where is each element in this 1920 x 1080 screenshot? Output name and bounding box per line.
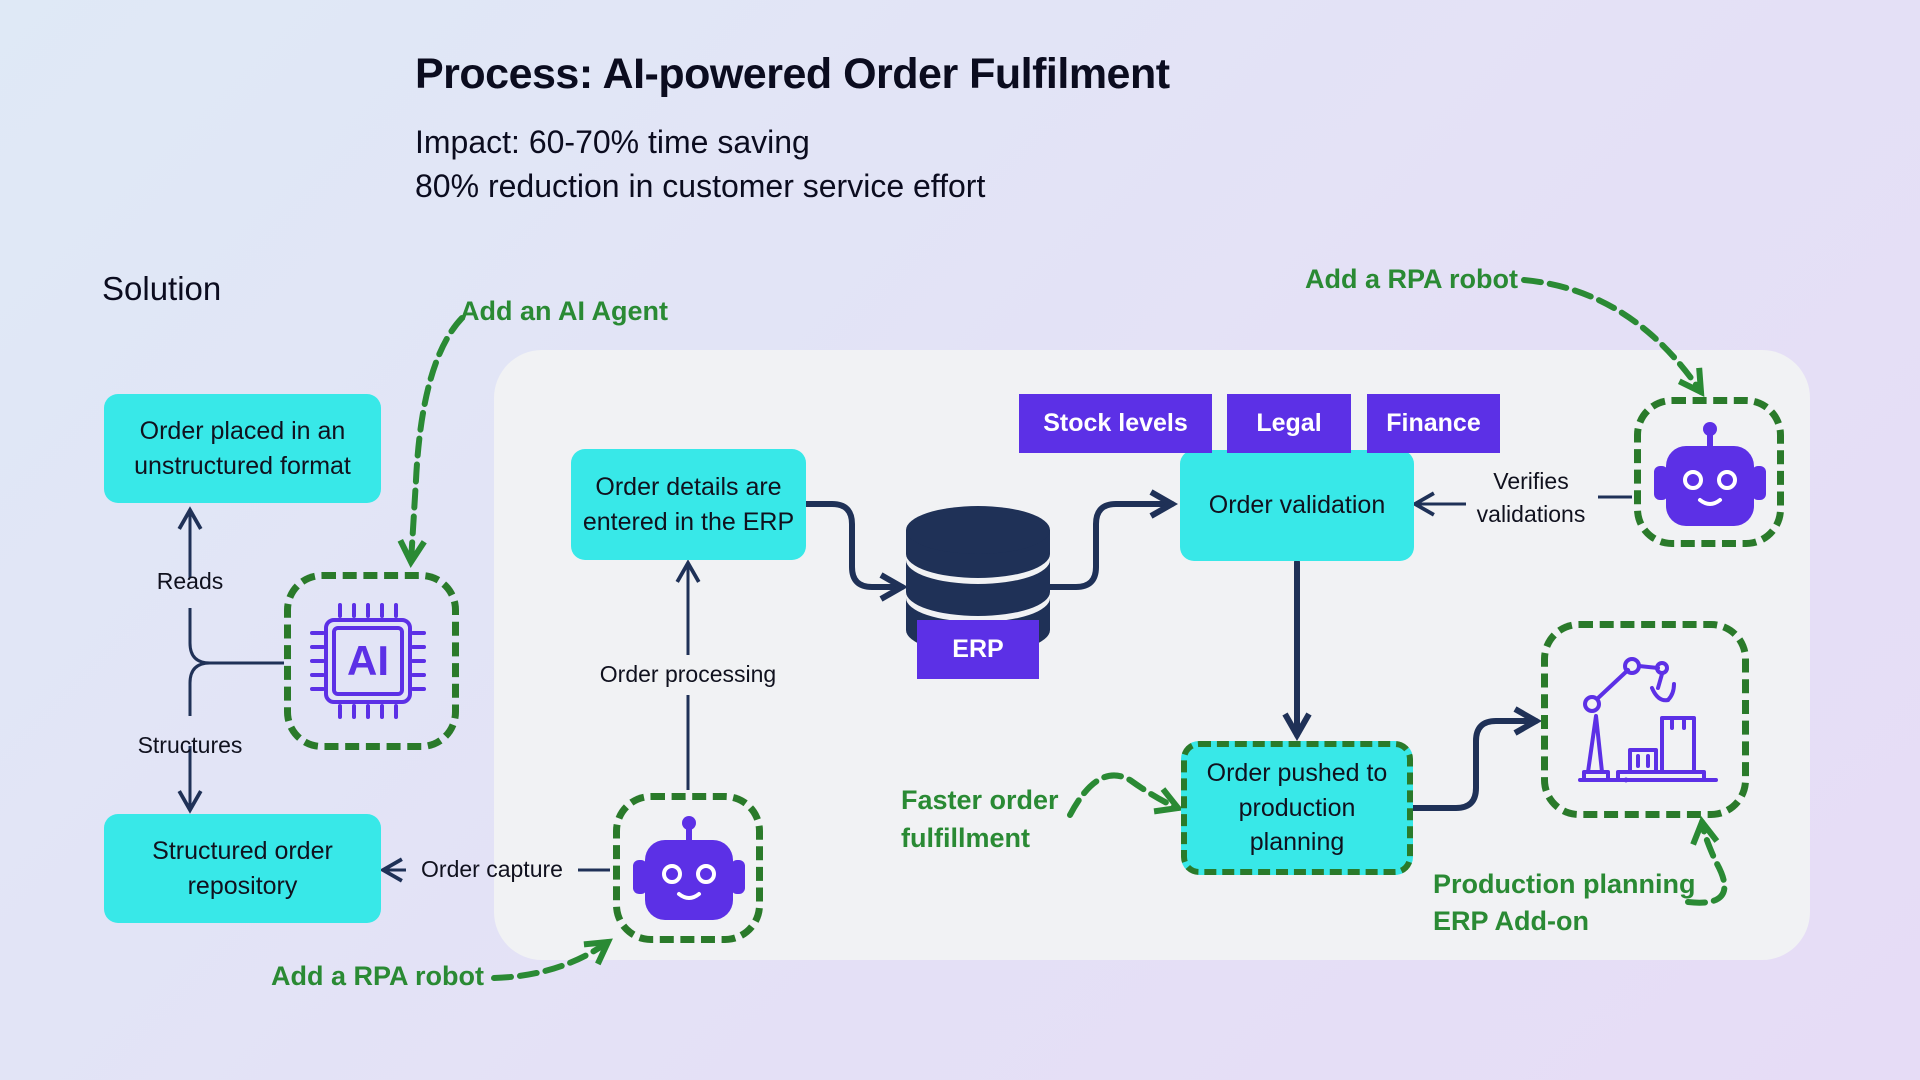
impact-line-1: Impact: 60-70% time saving bbox=[415, 124, 810, 160]
order-pushed-box[interactable]: Order pushed to production planning bbox=[1181, 741, 1413, 875]
rpa-top-annotation-arrow bbox=[1521, 277, 1705, 398]
production-addon-annotation-1: Production planning bbox=[1433, 869, 1696, 899]
solution-label: Solution bbox=[102, 270, 222, 307]
ai-chip-text: AI bbox=[347, 637, 389, 684]
robot-icon bbox=[1654, 422, 1766, 526]
verifies-label-2: validations bbox=[1476, 501, 1586, 527]
verifies-label-1: Verifies bbox=[1493, 468, 1569, 494]
reads-label: Reads bbox=[156, 568, 224, 594]
order-placed-box[interactable]: Order placed in an unstructured format bbox=[104, 394, 381, 503]
faster-fulfillment-annotation-1: Faster order bbox=[901, 785, 1059, 815]
faster-annotation-arrow bbox=[1067, 772, 1184, 818]
structured-repo-box[interactable]: Structured order repository bbox=[104, 814, 381, 923]
ai-agent-annotation-arrow bbox=[397, 315, 465, 569]
erp-label: ERP bbox=[917, 620, 1039, 679]
stock-levels-tag: Stock levels bbox=[1019, 394, 1212, 453]
robot-icon bbox=[633, 816, 745, 920]
order-processing-label: Order processing bbox=[599, 661, 777, 687]
order-details-box[interactable]: Order details are entered in the ERP bbox=[571, 449, 806, 560]
add-rpa-robot-top-annotation: Add a RPA robot bbox=[1305, 264, 1518, 294]
add-ai-agent-annotation: Add an AI Agent bbox=[460, 296, 668, 326]
order-capture-label: Order capture bbox=[421, 856, 563, 882]
robot-arm-frame[interactable] bbox=[1541, 621, 1749, 818]
rpa-robot-capture-frame[interactable] bbox=[613, 793, 763, 943]
page-title: Process: AI-powered Order Fulfilment bbox=[415, 50, 1170, 98]
robot-arm-icon bbox=[1578, 657, 1718, 783]
production-addon-annotation-2: ERP Add-on bbox=[1433, 906, 1589, 936]
production-annotation-arrow bbox=[1685, 816, 1728, 906]
pushed-to-robot-arm-arrow bbox=[1410, 706, 1543, 811]
ai-agent-frame[interactable]: AI bbox=[284, 572, 459, 750]
details-to-erp-arrow bbox=[803, 501, 909, 602]
impact-line-2: 80% reduction in customer service effort bbox=[415, 168, 986, 204]
reads-structures-connector bbox=[177, 506, 284, 814]
order-validation-box[interactable]: Order validation bbox=[1180, 450, 1414, 561]
rpa-bottom-annotation-arrow bbox=[491, 938, 613, 981]
structures-label: Structures bbox=[137, 732, 243, 758]
finance-tag: Finance bbox=[1367, 394, 1500, 453]
legal-tag: Legal bbox=[1227, 394, 1351, 453]
erp-to-validation-arrow bbox=[1047, 489, 1179, 590]
add-rpa-robot-bottom-annotation: Add a RPA robot bbox=[271, 961, 484, 991]
rpa-robot-verify-frame[interactable] bbox=[1634, 397, 1784, 547]
faster-fulfillment-annotation-2: fulfillment bbox=[901, 823, 1030, 853]
verifies-connector bbox=[1411, 491, 1632, 517]
ai-chip-icon: AI bbox=[310, 603, 426, 719]
